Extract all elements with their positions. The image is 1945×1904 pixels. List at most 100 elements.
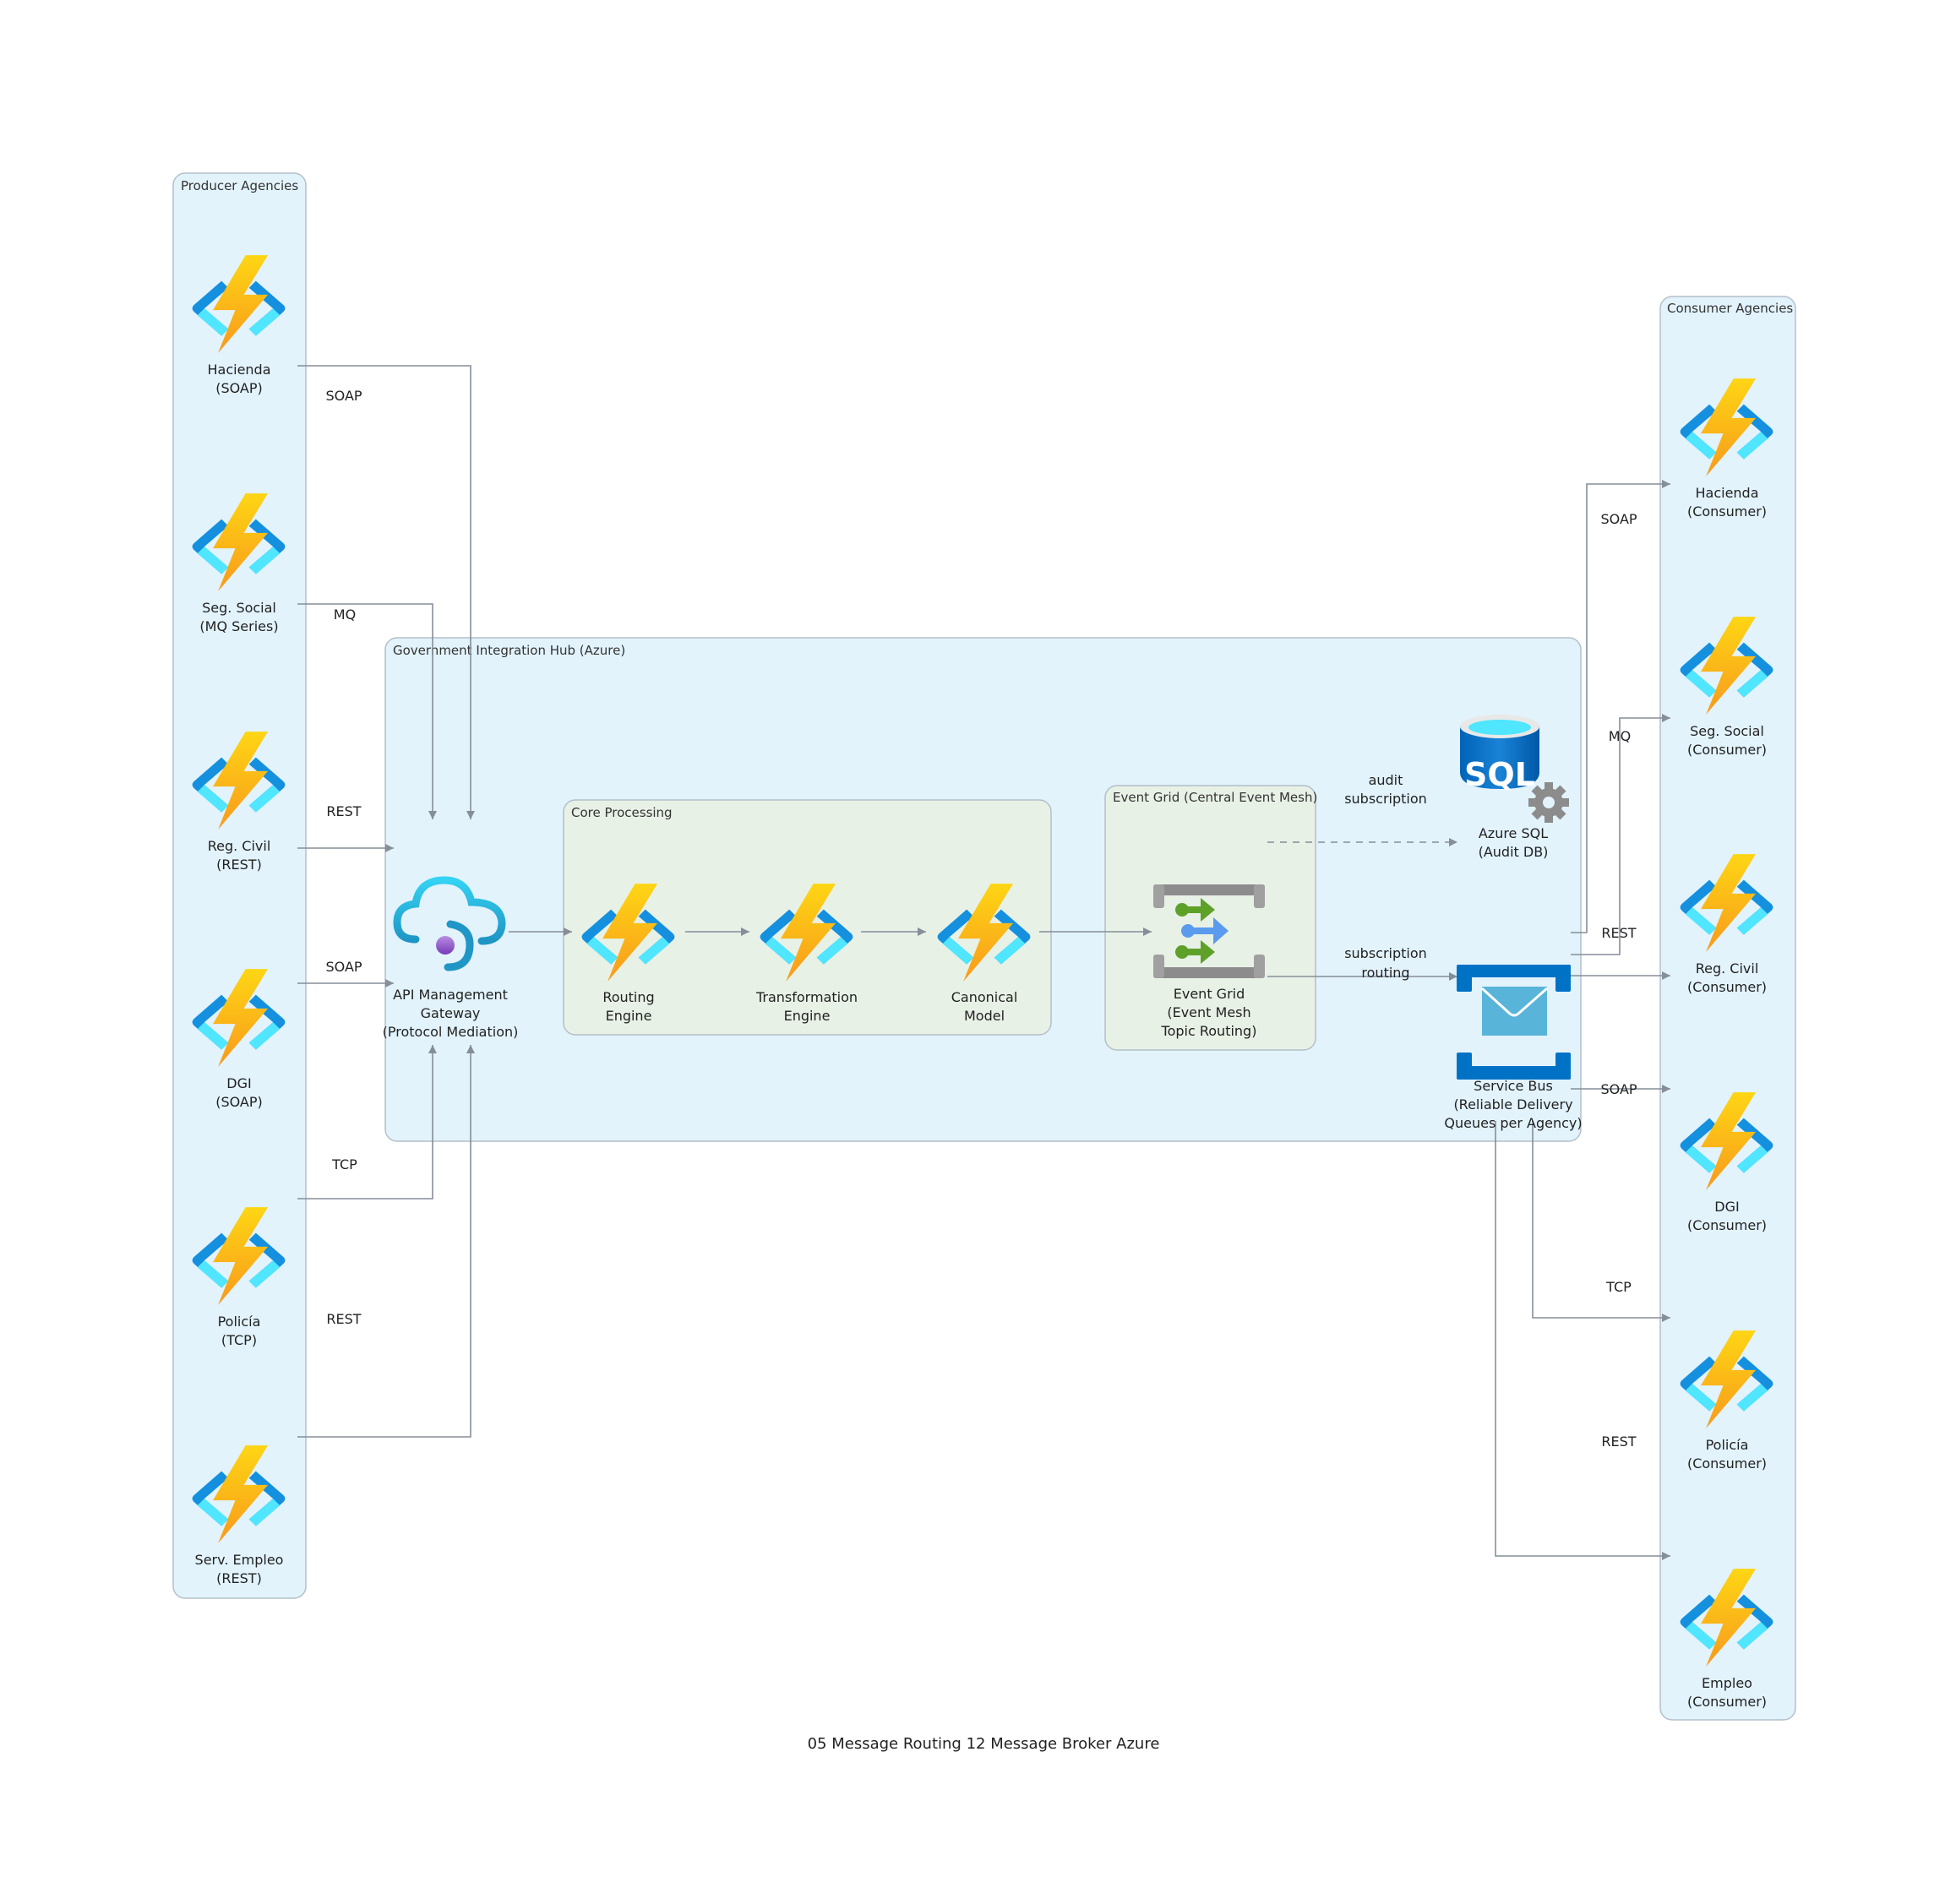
producer-node-dgi[interactable]: DGI (SOAP) bbox=[192, 969, 286, 1110]
node-label-line2: (Audit DB) bbox=[1479, 844, 1549, 860]
producer-node-empleo[interactable]: Serv. Empleo (REST) bbox=[192, 1445, 286, 1586]
event-grid-node[interactable]: Event Grid (Event Mesh Topic Routing) bbox=[1153, 884, 1265, 1039]
node-label-line2: (TCP) bbox=[221, 1332, 257, 1348]
edge-label-in-empleo: REST bbox=[326, 1311, 361, 1327]
node-label-line1: Hacienda bbox=[1695, 485, 1758, 501]
node-label-line3: Queues per Agency) bbox=[1444, 1115, 1582, 1131]
consumer-agencies-group: Consumer Agencies bbox=[1659, 296, 1796, 1721]
node-label-line1: Azure SQL bbox=[1479, 825, 1548, 841]
consumer-agencies-label: Consumer Agencies bbox=[1667, 301, 1793, 316]
producer-node-hacienda[interactable]: Hacienda (SOAP) bbox=[192, 255, 286, 396]
edge-servicebus-to-policia bbox=[1532, 1121, 1670, 1322]
edge-label-out-dgi: SOAP bbox=[1600, 1081, 1637, 1097]
transformation-engine-node[interactable]: Transformation Engine bbox=[755, 884, 858, 1024]
edge-label-in-segsocial: MQ bbox=[334, 607, 356, 623]
routing-engine-node[interactable]: Routing Engine bbox=[581, 884, 675, 1024]
node-label-line3: (Protocol Mediation) bbox=[383, 1024, 519, 1040]
node-label-line1: Policía bbox=[218, 1314, 261, 1330]
edge-policia-to-apim bbox=[297, 1045, 437, 1200]
node-label-line1: Reg. Civil bbox=[208, 838, 271, 854]
node-label-line1: Canonical bbox=[951, 989, 1018, 1005]
node-label-line2: (REST) bbox=[216, 857, 262, 873]
node-label-line2: (Consumer) bbox=[1687, 742, 1767, 758]
edge-label-out-policia: TCP bbox=[1605, 1279, 1632, 1295]
edge-label-out-empleo: REST bbox=[1601, 1433, 1636, 1450]
node-label-line2: Model bbox=[964, 1008, 1005, 1024]
node-label-line2: Engine bbox=[606, 1008, 652, 1024]
edge-label-out-regcivil: REST bbox=[1601, 925, 1636, 941]
edge-label-audit-2: subscription bbox=[1344, 791, 1427, 807]
producer-node-policia[interactable]: Policía (TCP) bbox=[192, 1207, 286, 1348]
node-label-line1: Seg. Social bbox=[1690, 723, 1764, 739]
edge-empleo-to-apim bbox=[297, 1045, 475, 1438]
diagram-caption: 05 Message Routing 12 Message Broker Azu… bbox=[808, 1735, 1160, 1753]
node-label-line1: Serv. Empleo bbox=[195, 1552, 284, 1568]
node-label-line1: Routing bbox=[602, 989, 654, 1005]
edge-labels: SOAP MQ REST SOAP TCP REST audit subscri… bbox=[325, 388, 1637, 1450]
node-label-line2: Gateway bbox=[421, 1005, 481, 1021]
node-label-line1: API Management bbox=[393, 987, 508, 1003]
event-grid-group: Event Grid (Central Event Mesh) bbox=[1104, 785, 1317, 1051]
api-management-node[interactable]: API Management Gateway (Protocol Mediati… bbox=[383, 876, 519, 1040]
edge-label-out-hacienda: SOAP bbox=[1600, 511, 1637, 527]
node-label-line1: Empleo bbox=[1702, 1675, 1752, 1691]
node-label-line1: Seg. Social bbox=[202, 600, 276, 616]
edge-label-in-regcivil: REST bbox=[326, 803, 361, 819]
node-label-line2: (Consumer) bbox=[1687, 503, 1767, 520]
node-label-line2: (Consumer) bbox=[1687, 979, 1767, 995]
edge-hacienda-to-apim bbox=[297, 365, 475, 819]
producer-node-regcivil[interactable]: Reg. Civil (REST) bbox=[192, 732, 286, 873]
node-label-line2: (Event Mesh bbox=[1167, 1004, 1250, 1020]
node-label-line3: Topic Routing) bbox=[1161, 1023, 1257, 1039]
consumer-node-policia[interactable]: Policía (Consumer) bbox=[1680, 1330, 1773, 1472]
producer-node-segsocial[interactable]: Seg. Social (MQ Series) bbox=[192, 493, 286, 634]
node-label-line1: Reg. Civil bbox=[1696, 960, 1759, 976]
node-label-line2: Engine bbox=[784, 1008, 831, 1024]
edge-label-in-hacienda: SOAP bbox=[325, 388, 362, 404]
edge-segsocial-to-apim bbox=[297, 603, 437, 819]
edge-label-in-policia: TCP bbox=[331, 1156, 357, 1172]
node-label-line2: (Consumer) bbox=[1687, 1455, 1767, 1472]
consumer-node-empleo[interactable]: Empleo (Consumer) bbox=[1680, 1569, 1773, 1710]
azure-sql-node[interactable]: SQL Azure SQL (Audit DB) bbox=[1460, 715, 1569, 860]
node-label-line2: (SOAP) bbox=[215, 380, 263, 396]
node-label-line2: (Consumer) bbox=[1687, 1694, 1767, 1710]
consumer-node-dgi[interactable]: DGI (Consumer) bbox=[1680, 1092, 1773, 1233]
node-label-line1: Policía bbox=[1706, 1437, 1749, 1453]
service-bus-icon bbox=[1457, 965, 1571, 1080]
edge-label-subscription-1: subscription bbox=[1344, 945, 1427, 961]
node-label-line1: Transformation bbox=[755, 989, 858, 1005]
edge-servicebus-to-empleo bbox=[1495, 1121, 1670, 1560]
service-bus-node[interactable]: Service Bus (Reliable Delivery Queues pe… bbox=[1444, 965, 1583, 1131]
edge-servicebus-to-segsocial bbox=[1571, 714, 1670, 955]
producer-agencies-label: Producer Agencies bbox=[181, 178, 298, 193]
edge-servicebus-to-hacienda bbox=[1571, 480, 1670, 933]
consumer-node-hacienda[interactable]: Hacienda (Consumer) bbox=[1680, 378, 1773, 520]
edge-label-subscription-2: routing bbox=[1361, 965, 1409, 981]
canonical-model-node[interactable]: Canonical Model bbox=[937, 884, 1031, 1024]
node-label-line2: (REST) bbox=[216, 1570, 262, 1586]
node-label-line1: Event Grid bbox=[1174, 986, 1245, 1002]
sql-glyph: SQL bbox=[1464, 756, 1535, 793]
edge-label-in-dgi: SOAP bbox=[325, 959, 362, 975]
node-label-line1: DGI bbox=[1714, 1199, 1739, 1215]
consumer-node-regcivil[interactable]: Reg. Civil (Consumer) bbox=[1680, 854, 1773, 995]
consumer-node-segsocial[interactable]: Seg. Social (Consumer) bbox=[1680, 617, 1773, 758]
edge-label-audit-1: audit bbox=[1369, 772, 1403, 788]
node-label-line2: (Consumer) bbox=[1687, 1217, 1767, 1233]
api-management-icon bbox=[393, 876, 506, 971]
node-label-line1: Hacienda bbox=[207, 362, 270, 378]
node-label-line1: DGI bbox=[226, 1075, 251, 1091]
consumer-nodes: Hacienda (Consumer) Seg. Social (Consume… bbox=[1680, 378, 1773, 1710]
core-processing-label: Core Processing bbox=[571, 805, 673, 820]
node-label-line2: (MQ Series) bbox=[199, 618, 278, 634]
edge-label-out-segsocial: MQ bbox=[1609, 728, 1631, 744]
edges bbox=[297, 365, 1670, 1560]
producer-agencies-group: Producer Agencies bbox=[172, 172, 307, 1599]
azure-sql-icon: SQL bbox=[1460, 715, 1569, 823]
producer-nodes: Hacienda (SOAP) Seg. Social (MQ Series) … bbox=[192, 255, 286, 1586]
event-grid-icon bbox=[1153, 884, 1265, 978]
node-label-line2: (SOAP) bbox=[215, 1094, 263, 1110]
integration-hub-label: Government Integration Hub (Azure) bbox=[393, 643, 625, 658]
